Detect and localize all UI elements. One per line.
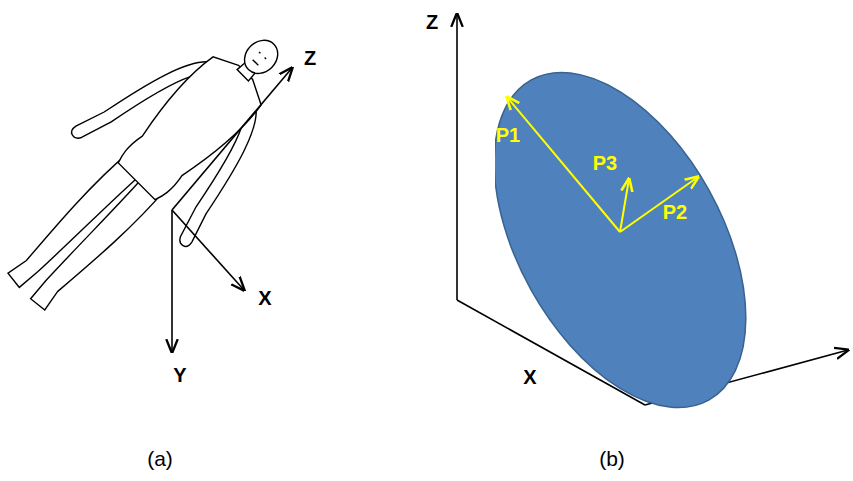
axis-label: X — [258, 288, 271, 308]
axis-label: Z — [426, 12, 438, 32]
axis-label: X — [523, 367, 536, 387]
ellipse-outline — [495, 55, 755, 425]
axis-label: Z — [304, 48, 316, 68]
principal-axis-arrow — [620, 177, 698, 232]
human-figure — [0, 0, 332, 351]
panel-label: (b) — [599, 448, 625, 469]
axes-a — [172, 68, 292, 352]
panel-label: (a) — [147, 448, 173, 469]
principal-axis-arrow — [620, 179, 629, 232]
principal-axis-arrow — [507, 97, 620, 232]
axis-label: P2 — [663, 202, 687, 222]
ellipsoid: P1P3P2 — [495, 55, 755, 425]
ellipse-shape — [495, 55, 755, 425]
axis-label: Y — [173, 365, 186, 385]
axis-label: P3 — [593, 153, 617, 173]
axis-label: P1 — [496, 125, 520, 145]
